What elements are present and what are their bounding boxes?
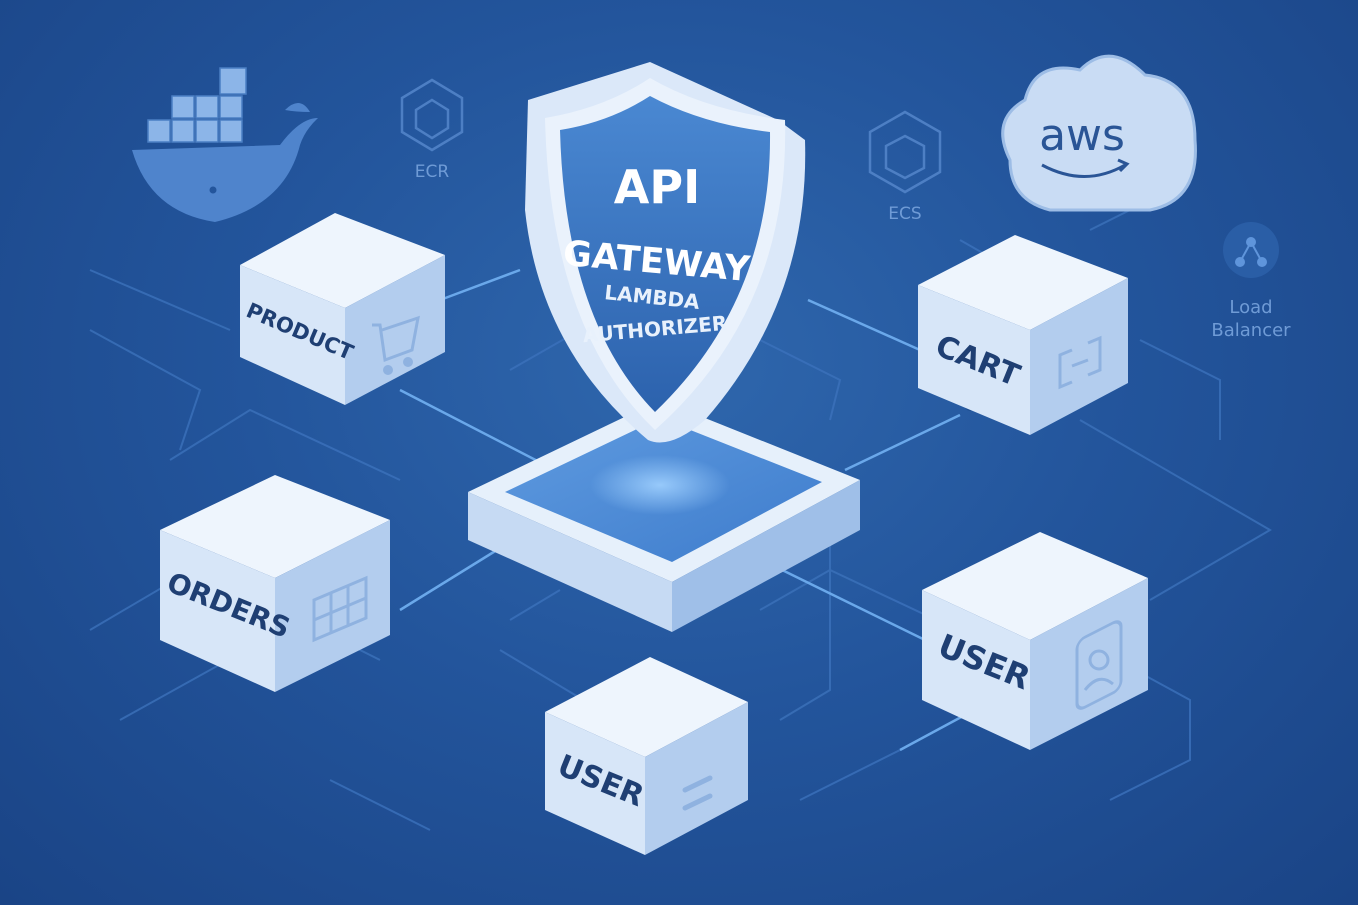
- aws-cloud-icon: aws: [1001, 54, 1197, 212]
- circuit-grid: [89, 199, 1272, 831]
- cart-service-cube[interactable]: CART: [918, 235, 1128, 435]
- load-balancer-icon: [1223, 222, 1279, 278]
- grid-icon: [312, 575, 368, 643]
- docker-whale-icon: [132, 67, 318, 222]
- bracket-icon: [1058, 335, 1102, 390]
- ecs-cube-icon: [868, 110, 942, 194]
- gateway-title-1: API: [614, 160, 700, 214]
- orders-service-cube[interactable]: ORDERS: [160, 475, 390, 692]
- gateway-platform: [468, 400, 860, 632]
- ecr-label: ECR: [415, 162, 450, 182]
- load-balancer-label-1: Load: [1229, 297, 1272, 318]
- ecr-cube-icon: [400, 78, 464, 152]
- shopping-cart-icon: [372, 315, 420, 375]
- ecs-label: ECS: [888, 204, 921, 224]
- user-bottom-service-cube[interactable]: USER: [545, 657, 748, 855]
- aws-label: aws: [1039, 110, 1125, 161]
- connector-lines: [399, 268, 966, 752]
- menu-lines-icon: [682, 775, 713, 811]
- user-avatar-icon: [1075, 620, 1123, 710]
- user-right-service-cube[interactable]: USER: [922, 532, 1148, 750]
- load-balancer-label-2: Balancer: [1211, 320, 1291, 341]
- api-gateway-shield[interactable]: API GATEWAY LAMBDA AUTHORIZER: [525, 62, 806, 443]
- product-service-cube[interactable]: PRODUCT: [240, 213, 445, 405]
